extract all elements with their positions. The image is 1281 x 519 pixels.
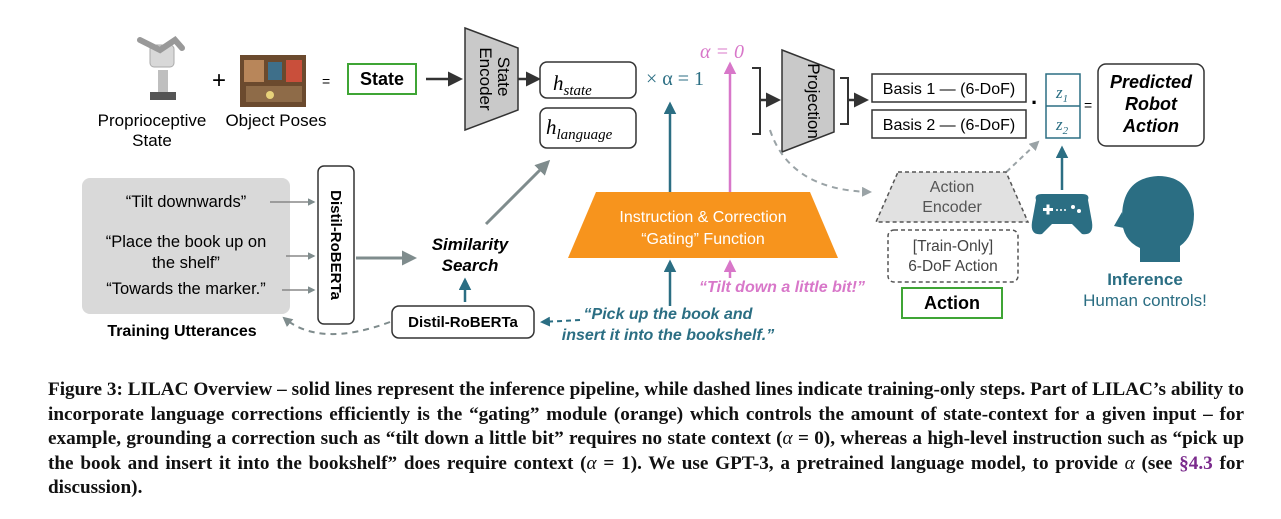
state-encoder-label: State Encoder [476, 47, 513, 111]
action-box-label: Action [924, 293, 980, 313]
projection-block [781, 48, 835, 154]
arrow-similarity-to-hlanguage [484, 159, 551, 226]
tilt-quote: “Tilt down a little bit!” [699, 279, 865, 296]
section-reference-link[interactable]: §4.3 [1179, 452, 1213, 474]
similarity-label-1: Similarity [432, 235, 510, 254]
utterance-2a: “Place the book up on [106, 233, 267, 251]
training-utterances-box [82, 178, 290, 314]
projection-bracket [840, 77, 849, 125]
h-language-label: hlanguage [546, 115, 613, 143]
distil-roberta-box [391, 305, 535, 339]
basis-1-box [871, 73, 1027, 103]
state-box [347, 63, 417, 95]
robot-arm-image [137, 36, 185, 100]
z2-label: z2 [1055, 115, 1069, 137]
basis-1-label: Basis 1 — (6-DoF) [883, 81, 1015, 98]
h-state-box [539, 61, 637, 99]
state-encoder [464, 26, 519, 132]
distil-roberta-vertical-label: Distil-RoBERTa [327, 190, 344, 300]
z1-label: z1 [1055, 83, 1068, 105]
gating-label-1: Instruction & Correction [619, 209, 786, 226]
h-language-box [539, 107, 637, 149]
gating-function [568, 192, 838, 258]
alpha-one-label: × α = 1 [646, 68, 704, 90]
utterance-2b: the shelf” [152, 254, 220, 272]
action-box [901, 287, 1003, 319]
h-state-label: hstate [553, 71, 592, 99]
proprio-label: Proprioceptive [98, 111, 207, 130]
arrow-distil-to-utterances [282, 316, 391, 336]
utterance-1: “Tilt downwards” [126, 193, 246, 211]
action-encoder [874, 171, 1030, 223]
predicted-label-2: Robot [1125, 94, 1178, 114]
game-controller-icon [1031, 194, 1093, 235]
action-encoder-label-2: Encoder [922, 199, 982, 216]
utterance-3: “Towards the marker.” [106, 280, 266, 298]
basis-2-box [871, 109, 1027, 139]
state-box-label: State [360, 69, 404, 89]
train-only-label-2: 6-DoF Action [908, 258, 998, 275]
distil-roberta-vertical [317, 165, 355, 325]
dot-product: · [1031, 90, 1038, 115]
object-poses-label: Object Poses [225, 111, 326, 130]
basis-2-label: Basis 2 — (6-DoF) [883, 117, 1015, 134]
predicted-label-1: Predicted [1110, 72, 1193, 92]
train-only-box [887, 229, 1019, 283]
concat-bracket [752, 67, 761, 135]
pick-quote-1: “Pick up the book and [584, 306, 754, 323]
arrow-projection-to-encoder [769, 129, 872, 197]
object-poses-image [240, 55, 306, 107]
projection-label: Projection [804, 63, 823, 139]
train-only-label-1: [Train-Only] [913, 238, 993, 255]
alpha-zero-label: α = 0 [700, 41, 744, 63]
training-utterances-label: Training Utterances [107, 323, 256, 340]
plus-sign: + [212, 67, 226, 94]
lilac-overview-figure: + = Proprioceptive State Object Poses St… [82, 26, 1207, 344]
equals-sign-2: = [1084, 97, 1092, 113]
action-encoder-label-1: Action [930, 179, 974, 196]
similarity-label-2: Search [442, 256, 499, 275]
inference-title: Inference [1107, 270, 1183, 289]
arrow-pick-to-distil [540, 316, 581, 327]
pick-quote-2: insert it into the bookshelf.” [562, 327, 774, 344]
human-head-icon [1114, 176, 1194, 262]
inference-subtitle: Human controls! [1083, 291, 1207, 310]
equals-sign: = [322, 73, 330, 89]
proprio-label-2: State [132, 131, 172, 150]
predicted-action-box [1097, 63, 1205, 147]
gating-label-2: “Gating” Function [641, 231, 765, 248]
figure-caption: Figure 3: LILAC Overview – solid lines r… [48, 379, 1244, 499]
predicted-label-3: Action [1122, 116, 1179, 136]
distil-roberta-box-label: Distil-RoBERTa [408, 314, 518, 331]
